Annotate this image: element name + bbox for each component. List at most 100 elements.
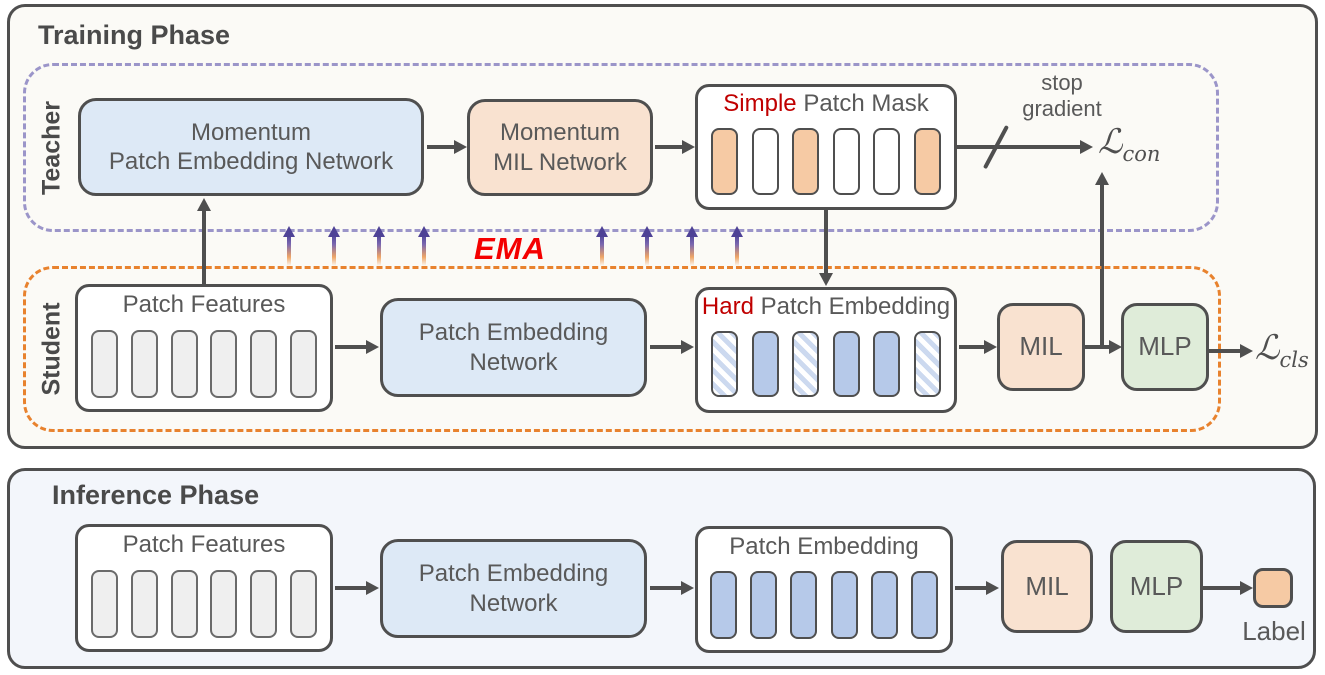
simple-word: Simple bbox=[723, 90, 797, 117]
teacher-label: Teacher bbox=[37, 100, 66, 196]
arrow-mask-hpe-head bbox=[819, 273, 833, 286]
patch-gray bbox=[91, 330, 118, 398]
patch-filled bbox=[792, 128, 820, 195]
arrow-pf-mpen-head bbox=[197, 198, 211, 211]
patch-solid bbox=[750, 571, 778, 639]
patch-solid bbox=[910, 571, 938, 639]
arrow-mlp-label-line bbox=[1203, 586, 1241, 590]
hard-patch-embedding-title: Hard Patch Embedding bbox=[695, 293, 957, 321]
hard-word: Hard bbox=[701, 293, 754, 320]
ema-arrow-head bbox=[283, 226, 295, 237]
patch-empty bbox=[873, 128, 901, 195]
student-label: Student bbox=[37, 302, 66, 396]
ema-arrow-head bbox=[641, 226, 653, 237]
patch-solid bbox=[710, 571, 737, 639]
arrow-mmil-mask-head bbox=[682, 140, 695, 154]
momentum-pen-line1: Momentum bbox=[190, 118, 312, 146]
arrow-hpe-mil-head bbox=[984, 340, 997, 354]
label-output-box bbox=[1253, 568, 1293, 608]
patch-gray bbox=[210, 570, 238, 638]
mil-label-inference: MIL bbox=[1025, 570, 1069, 601]
patch-embedding-words: Patch Embedding bbox=[753, 293, 951, 320]
loss-con-symbol: ℒ bbox=[1098, 122, 1123, 162]
pen-line1: Patch Embedding bbox=[418, 319, 609, 347]
pen-line1-inference: Patch Embedding bbox=[418, 560, 609, 588]
arrow-pf-mpen-line bbox=[202, 210, 206, 284]
patch-solid bbox=[830, 571, 858, 639]
patch-gray bbox=[130, 330, 158, 398]
arrow-pf-pen-line bbox=[335, 345, 367, 349]
mlp-box-inference: MLP bbox=[1110, 540, 1203, 633]
patch-embedding-box-inference bbox=[695, 526, 953, 653]
stop-gradient-line2: gradient bbox=[1022, 96, 1102, 122]
arrow-mil-mlp-head bbox=[1109, 340, 1122, 354]
loss-con: ℒcon bbox=[1098, 122, 1160, 166]
arrow-mil-mlp-line bbox=[1085, 345, 1110, 349]
patch-gray bbox=[289, 570, 317, 638]
arrow-pen-pe-line-inference bbox=[650, 586, 682, 590]
patch-gray bbox=[250, 570, 278, 638]
inference-title: Inference Phase bbox=[52, 480, 260, 510]
hard-patch-embedding-box bbox=[695, 287, 957, 413]
ema-arrow-head bbox=[373, 226, 385, 237]
arrow-pe-mil-line-inference bbox=[955, 586, 987, 590]
arrow-hpe-mil-line bbox=[959, 345, 985, 349]
ema-arrow bbox=[287, 236, 291, 266]
ema-arrow bbox=[332, 236, 336, 266]
patch-embedding-network: Patch Embedding Network bbox=[380, 298, 647, 397]
ema-arrow bbox=[422, 236, 426, 266]
arrow-pf-pen-head bbox=[366, 340, 379, 354]
arrow-mask-hpe-line bbox=[824, 210, 828, 274]
arrow-mlp-label-head bbox=[1240, 581, 1253, 595]
arrow-pen-hpe-line bbox=[650, 345, 682, 349]
patch-masked bbox=[913, 331, 941, 397]
arrow-mpen-mmil-head bbox=[454, 140, 467, 154]
arrow-pen-pe-head-inference bbox=[681, 581, 694, 595]
loss-cls-sub: cls bbox=[1279, 347, 1309, 372]
arrow-mask-losscon-line bbox=[957, 145, 1081, 149]
training-title: Training Phase bbox=[38, 20, 231, 50]
patch-mask-words: Patch Mask bbox=[796, 90, 929, 117]
mlp-box-training: MLP bbox=[1121, 303, 1209, 391]
arrow-mask-losscon-head bbox=[1080, 140, 1093, 154]
patch-gray bbox=[91, 570, 118, 638]
stop-gradient-line1: stop bbox=[1041, 70, 1083, 95]
patch-masked bbox=[792, 331, 820, 397]
ema-arrow-head bbox=[731, 226, 743, 237]
mil-label-training: MIL bbox=[1019, 331, 1063, 362]
simple-patch-mask-title: Simple Patch Mask bbox=[695, 90, 957, 118]
momentum-patch-embedding-network: Momentum Patch Embedding Network bbox=[78, 98, 424, 196]
mlp-label-training: MLP bbox=[1138, 331, 1192, 362]
ema-arrow-head bbox=[328, 226, 340, 237]
stop-gradient-text: stop gradient bbox=[1002, 70, 1122, 123]
mil-box-training: MIL bbox=[997, 303, 1085, 391]
patch-gray bbox=[289, 330, 317, 398]
pen-line2: Network bbox=[469, 348, 558, 376]
patch-empty bbox=[751, 128, 779, 195]
loss-cls-symbol: ℒ bbox=[1255, 328, 1280, 368]
patch-solid bbox=[870, 571, 898, 639]
pen-line2-inference: Network bbox=[469, 589, 558, 617]
arrow-pen-hpe-head bbox=[681, 340, 694, 354]
patch-solid bbox=[751, 331, 779, 397]
patch-filled bbox=[711, 128, 738, 195]
simple-patch-mask-patches bbox=[711, 128, 941, 195]
mil-box-inference: MIL bbox=[1001, 540, 1093, 633]
patch-gray bbox=[210, 330, 238, 398]
patch-embedding-network-inference: Patch Embedding Network bbox=[380, 539, 647, 638]
patch-gray bbox=[130, 570, 158, 638]
ema-label: EMA bbox=[474, 231, 546, 266]
arrow-junction-losscon-line bbox=[1100, 184, 1104, 347]
patch-embedding-title-inference: Patch Embedding bbox=[729, 533, 919, 560]
patch-gray bbox=[170, 330, 198, 398]
patch-empty bbox=[832, 128, 860, 195]
arrow-mlp-losscls-head bbox=[1240, 344, 1253, 358]
ema-arrow bbox=[377, 236, 381, 266]
loss-con-sub: con bbox=[1122, 141, 1161, 166]
arrow-pe-mil-head-inference bbox=[986, 581, 999, 595]
hard-patch-embedding-patches bbox=[711, 331, 941, 397]
patch-filled bbox=[913, 128, 941, 195]
ema-arrow-head bbox=[418, 226, 430, 237]
momentum-pen-line2: Patch Embedding Network bbox=[108, 148, 394, 175]
